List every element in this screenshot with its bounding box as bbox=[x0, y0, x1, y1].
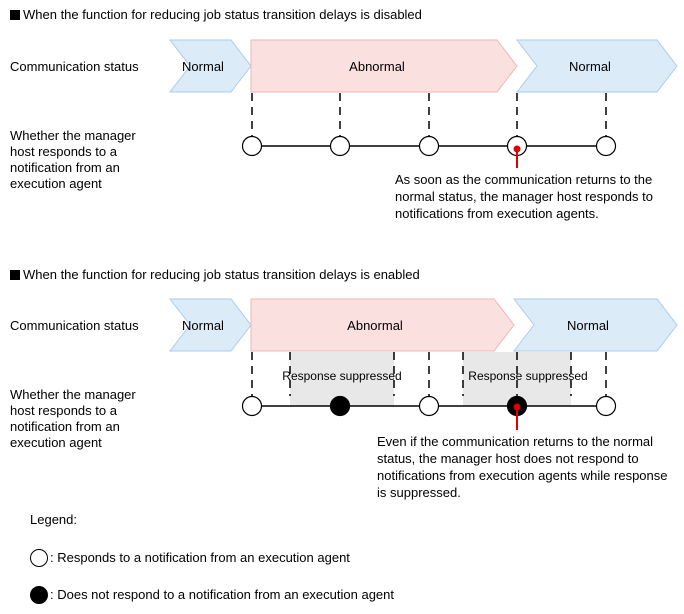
state-label: Abnormal bbox=[349, 59, 405, 74]
state-label: Normal bbox=[182, 318, 224, 333]
callout-note: As soon as the communication returns to … bbox=[395, 172, 653, 221]
suppressed-label: Response suppressed bbox=[468, 369, 587, 383]
square-bullet-icon bbox=[10, 270, 20, 280]
responds-circle bbox=[418, 395, 440, 417]
state-arrow-normal bbox=[168, 39, 252, 93]
state-arrow-normal bbox=[512, 298, 678, 352]
filled-circle-icon bbox=[30, 586, 48, 604]
suppressed-label: Response suppressed bbox=[282, 369, 401, 383]
legend-filled-circle: : Does not respond to a notification fro… bbox=[30, 585, 394, 605]
state-label: Normal bbox=[182, 59, 224, 74]
state-label: Normal bbox=[567, 318, 609, 333]
time-guides bbox=[251, 93, 607, 136]
callout-dot bbox=[513, 145, 521, 153]
responds-circle bbox=[418, 135, 440, 157]
responds-circle bbox=[595, 395, 617, 417]
legend-title: Legend: bbox=[30, 512, 77, 527]
legend-open-circle: : Responds to a notification from an exe… bbox=[30, 548, 350, 568]
state-label: Normal bbox=[569, 59, 611, 74]
responds-circle bbox=[241, 135, 263, 157]
communication-status-label: Communication status bbox=[10, 59, 139, 74]
responds-circle bbox=[329, 135, 351, 157]
callout-dot bbox=[513, 403, 521, 411]
state-arrow-abnormal bbox=[250, 298, 515, 352]
state-arrow-abnormal bbox=[250, 39, 518, 93]
responds-circle bbox=[241, 395, 263, 417]
state-label: Abnormal bbox=[347, 318, 403, 333]
response-label: Whether the manager host responds to a n… bbox=[10, 387, 136, 450]
section1-heading: When the function for reducing job statu… bbox=[10, 7, 422, 22]
not-responds-circle bbox=[329, 395, 351, 417]
square-bullet-icon bbox=[10, 10, 20, 20]
time-guides bbox=[251, 352, 607, 396]
section2-heading: When the function for reducing job statu… bbox=[10, 267, 420, 282]
responds-circle bbox=[595, 135, 617, 157]
state-arrow-normal bbox=[168, 298, 252, 352]
open-circle-icon bbox=[30, 549, 48, 567]
state-arrow-normal bbox=[515, 39, 678, 93]
communication-status-label: Communication status bbox=[10, 318, 139, 333]
response-label: Whether the manager host responds to a n… bbox=[10, 128, 136, 191]
callout-note: Even if the communication returns to the… bbox=[377, 434, 668, 500]
